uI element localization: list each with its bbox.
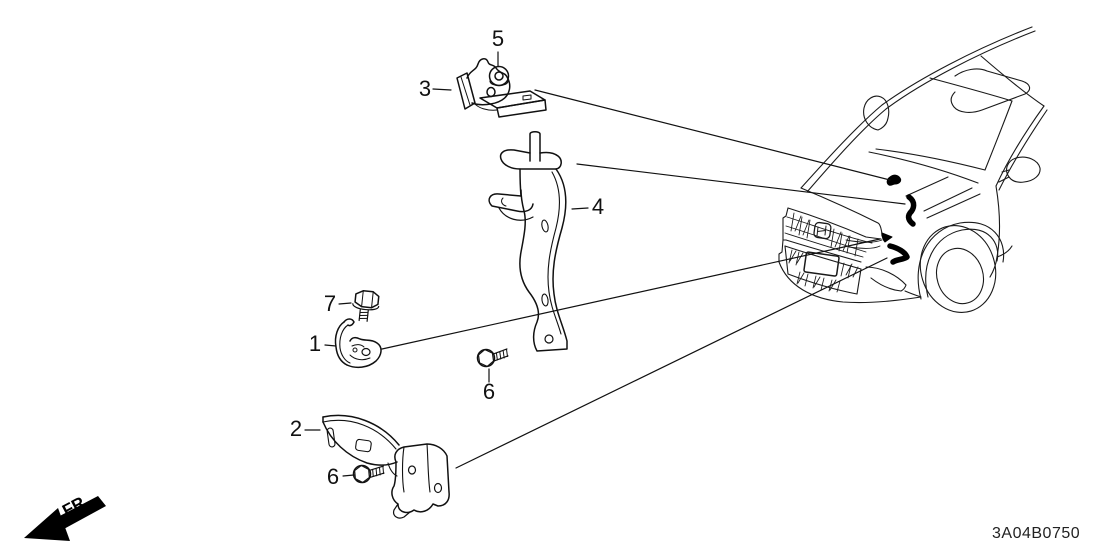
callout-line-6-lower bbox=[342, 474, 355, 477]
part-6-lower-bolt-drawing bbox=[352, 464, 385, 484]
callout-line-1 bbox=[324, 344, 337, 347]
callout-label-6-upper: 6 bbox=[482, 379, 496, 404]
part-7-bolt-drawing bbox=[352, 290, 380, 322]
grille-mesh bbox=[790, 212, 859, 257]
lower-grille-mesh bbox=[788, 249, 859, 293]
mark-part-3-location bbox=[886, 174, 902, 186]
fr-direction-arrow bbox=[24, 496, 106, 541]
callout-line-7 bbox=[338, 302, 352, 305]
callout-label-4: 4 bbox=[591, 194, 605, 219]
leader-part-4 bbox=[576, 163, 906, 205]
fr-arrow-shaft bbox=[52, 496, 106, 530]
part-2-stay-drawing bbox=[322, 414, 450, 519]
left-mirror bbox=[863, 95, 890, 131]
front-grille bbox=[782, 207, 883, 263]
diagram-code: 3A04B0750 bbox=[992, 525, 1081, 542]
honda-logo bbox=[813, 221, 832, 240]
attachment-marks bbox=[881, 174, 917, 265]
part-6-upper-bolt-drawing bbox=[476, 348, 509, 368]
leader-part-1 bbox=[381, 238, 881, 350]
callout-label-3: 3 bbox=[418, 76, 432, 101]
leader-part-2 bbox=[455, 257, 888, 469]
leader-lines bbox=[304, 51, 906, 477]
part-4-stay-bracket-drawing bbox=[488, 131, 568, 352]
callout-line-4 bbox=[571, 207, 589, 210]
callout-label-1: 1 bbox=[308, 331, 322, 356]
callout-label-6-lower: 6 bbox=[326, 464, 340, 489]
hood-lines bbox=[800, 176, 981, 237]
leader-part-3 bbox=[534, 89, 891, 181]
callout-label-5: 5 bbox=[491, 26, 505, 51]
fr-arrow-head bbox=[24, 508, 70, 541]
callout-line-3 bbox=[432, 88, 452, 91]
callout-label-7: 7 bbox=[323, 291, 337, 316]
mark-part-2-location bbox=[887, 243, 910, 265]
car-front-outline bbox=[778, 26, 1048, 313]
lower-grille bbox=[784, 245, 862, 295]
part-5-flange-nut-drawing bbox=[488, 65, 510, 87]
fog-duct bbox=[865, 266, 907, 292]
callout-label-2: 2 bbox=[289, 416, 303, 441]
mark-part-1-location bbox=[881, 232, 893, 243]
car-windshield bbox=[868, 77, 1013, 184]
part-3-bracket-drawing bbox=[456, 58, 547, 118]
sunroof-outline bbox=[950, 68, 1031, 113]
front-bumper bbox=[778, 239, 922, 304]
part-1-bracket-drawing bbox=[334, 318, 382, 369]
right-mirror bbox=[998, 156, 1041, 183]
license-plate bbox=[803, 251, 840, 277]
body-side bbox=[989, 185, 1013, 278]
mark-part-4-location bbox=[905, 194, 917, 227]
front-wheel bbox=[917, 221, 1005, 313]
